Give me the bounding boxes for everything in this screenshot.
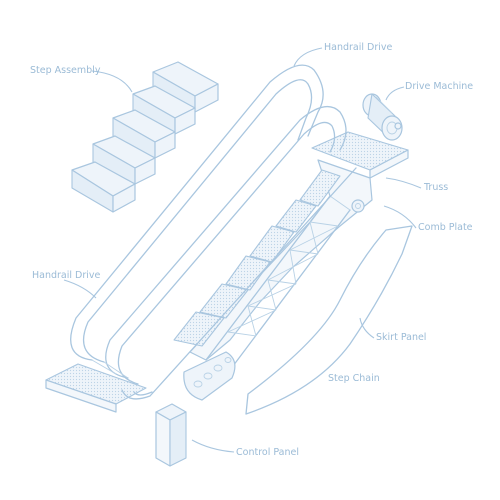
label-truss: Truss [424,182,449,193]
step-assembly-part [71,61,219,213]
drive-machine-part [362,93,403,141]
incline-steps [173,169,341,347]
skirt-panel-part [245,225,413,415]
label-control-panel: Control Panel [236,447,299,458]
label-handrail-drive-left: Handrail Drive [32,270,101,281]
label-comb-plate: Comb Plate [418,222,473,233]
control-panel-part [155,403,187,467]
leader-lines [63,47,422,453]
step-chain-part [183,351,236,401]
label-drive-machine: Drive Machine [405,81,474,92]
label-step-chain: Step Chain [328,373,380,384]
label-step-assembly: Step Assembly [30,65,101,76]
label-skirt-panel: Skirt Panel [376,332,427,343]
truss-part [189,159,373,371]
label-handrail-drive-top: Handrail Drive [324,42,393,53]
handrail-part [70,64,357,400]
